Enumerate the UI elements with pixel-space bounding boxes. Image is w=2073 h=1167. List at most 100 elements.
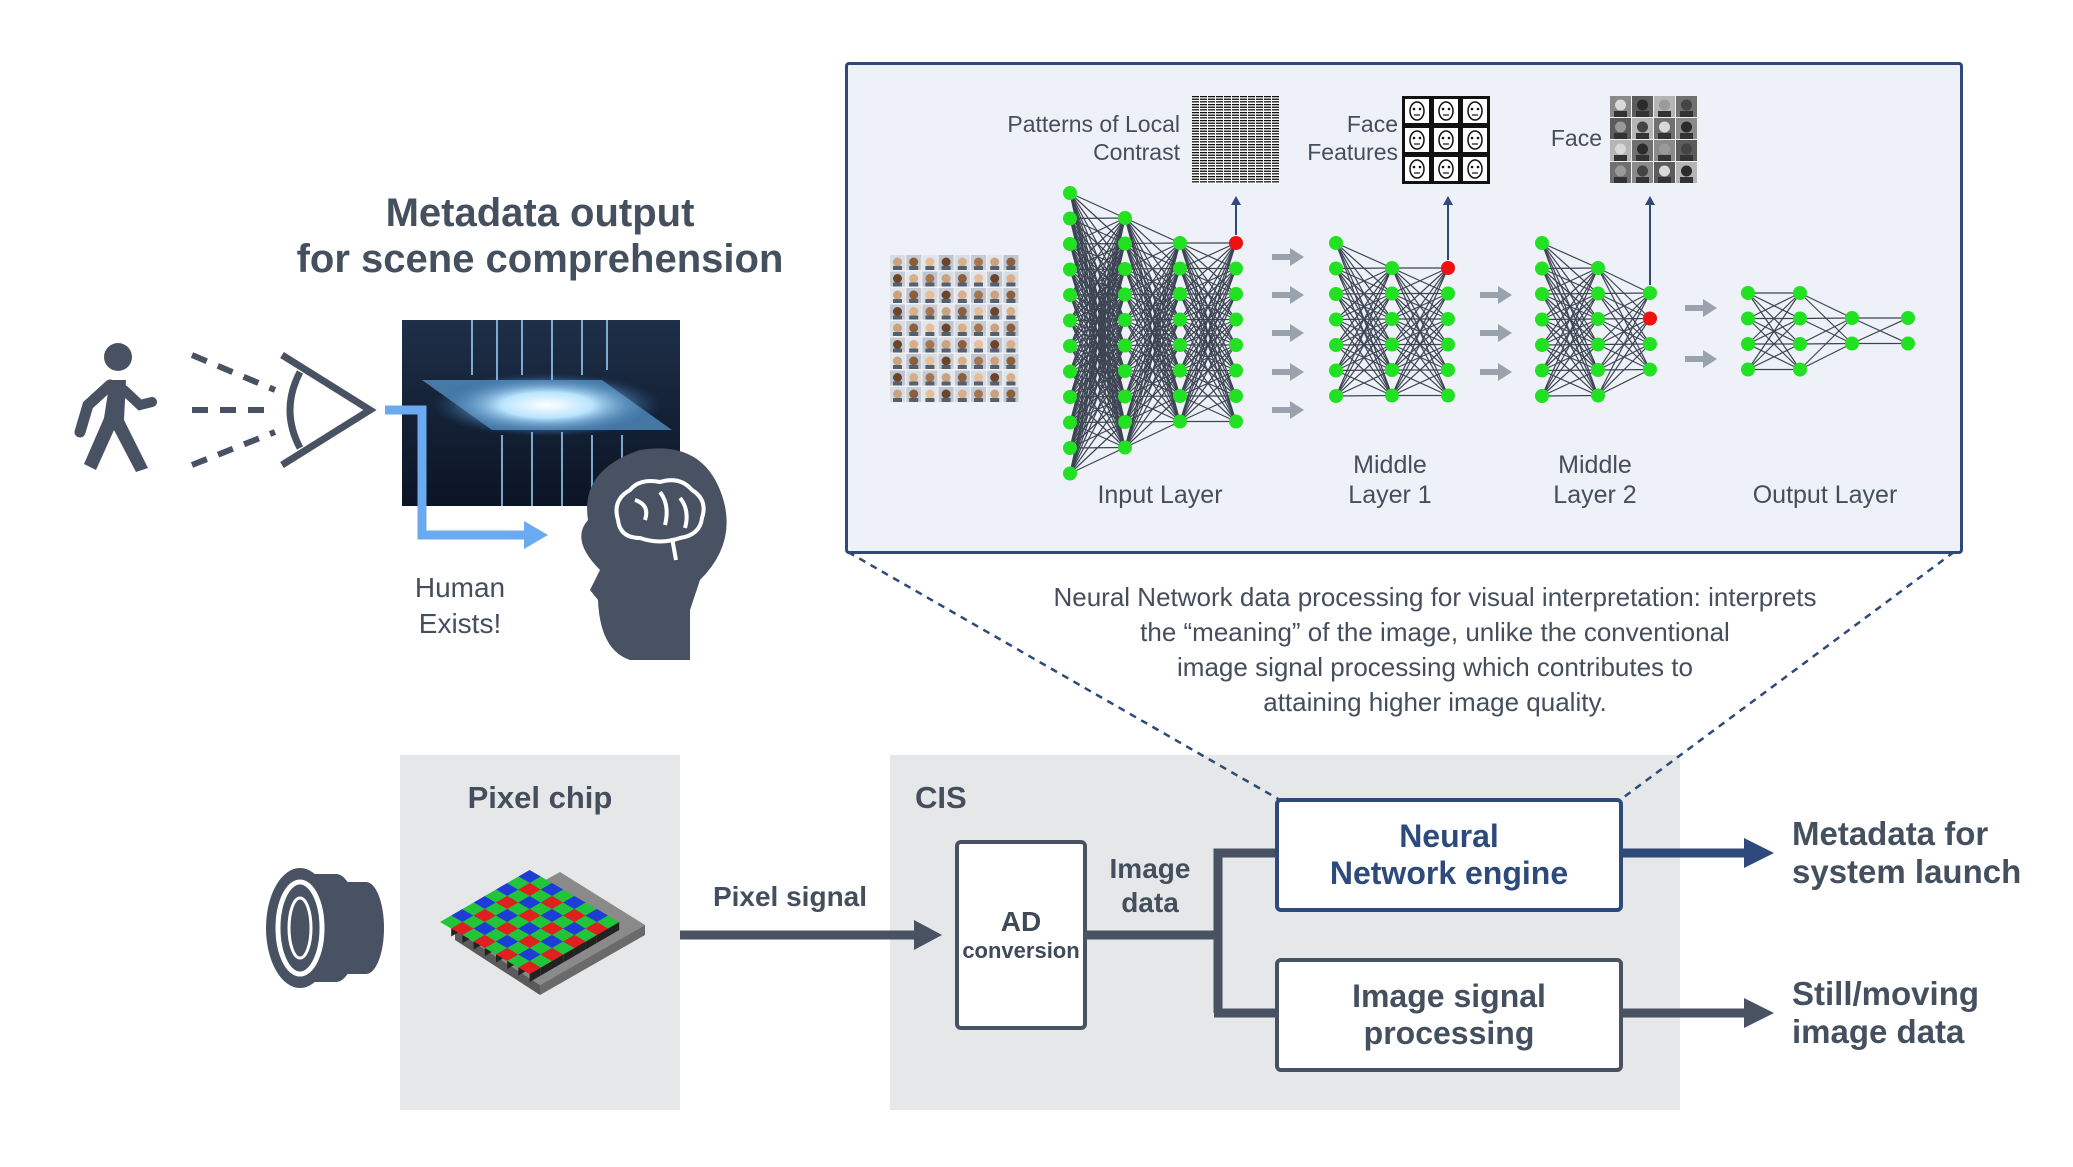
face-thumbnail-head	[925, 373, 935, 382]
face-feature-cell	[1405, 99, 1429, 123]
contrast-stripe	[1216, 98, 1223, 100]
feature3-label: Face	[1540, 124, 1602, 152]
contrast-stripe	[1232, 138, 1239, 140]
face-thumbnail-head	[990, 389, 1000, 399]
face-photo-head	[1681, 165, 1692, 177]
contrast-stripe	[1240, 101, 1247, 103]
contrast-stripe	[1272, 168, 1279, 170]
face-feature-cell	[1463, 99, 1487, 123]
contrast-stripe	[1224, 181, 1231, 183]
contrast-stripe	[1200, 136, 1207, 138]
face-thumbnail-head	[974, 323, 983, 333]
face-thumbnail-head	[1006, 340, 1016, 349]
face-photo-body	[1614, 111, 1627, 117]
contrast-stripe	[1248, 104, 1255, 106]
contrast-stripe	[1248, 157, 1255, 159]
contrast-stripe	[1248, 106, 1255, 108]
contrast-stripe	[1256, 168, 1263, 170]
face-thumbnail-body	[925, 315, 935, 320]
contrast-stripe	[1256, 176, 1263, 178]
contrast-stripe	[1232, 104, 1239, 106]
contrast-stripe	[1216, 144, 1223, 146]
contrast-stripe	[1200, 152, 1207, 154]
face-thumbnail-body	[941, 381, 951, 386]
contrast-stripe	[1248, 114, 1255, 116]
contrast-stripe	[1216, 154, 1223, 156]
contrast-stripe	[1264, 181, 1271, 183]
contrast-stripe	[1272, 120, 1279, 122]
face-thumbnail-head	[893, 356, 902, 366]
contrast-stripe	[1232, 160, 1239, 162]
contrast-stripe	[1208, 146, 1215, 148]
face-photo-head	[1637, 99, 1648, 111]
contrast-stripe	[1272, 133, 1279, 135]
contrast-background	[1192, 96, 1280, 184]
face-thumbnail-body	[974, 365, 983, 369]
contrast-stripe	[1232, 130, 1239, 132]
contrast-stripe	[1256, 120, 1263, 122]
contrast-stripe	[1208, 170, 1215, 172]
contrast-stripe	[1248, 176, 1255, 178]
face-thumbnail-body	[974, 348, 983, 353]
face-thumbnail-head	[909, 373, 919, 382]
contrast-stripe	[1256, 125, 1263, 127]
contrast-stripe	[1208, 162, 1215, 164]
contrast-stripe	[1224, 157, 1231, 159]
face-thumbnail-body	[909, 398, 919, 402]
contrast-stripe	[1272, 101, 1279, 103]
contrast-stripe	[1240, 176, 1247, 178]
face-thumbnail-body	[941, 315, 951, 320]
contrast-stripe	[1232, 120, 1239, 122]
image-data-label: Image data	[1095, 852, 1205, 920]
contrast-stripe	[1224, 170, 1231, 172]
layer-output-label: Output Layer	[1730, 480, 1920, 510]
contrast-stripe	[1232, 178, 1239, 180]
face-thumbnail-body	[990, 282, 1000, 287]
description-line3: image signal processing which contribute…	[1177, 652, 1693, 682]
ad-conversion-box: AD conversion	[955, 840, 1087, 1030]
contrast-stripe	[1200, 109, 1207, 111]
contrast-stripe	[1232, 114, 1239, 116]
contrast-stripe	[1216, 160, 1223, 162]
contrast-stripe	[1256, 144, 1263, 146]
face-photo-body	[1680, 133, 1693, 139]
contrast-stripe	[1232, 101, 1239, 103]
contrast-stripe	[1224, 117, 1231, 119]
contrast-stripe	[1272, 98, 1279, 100]
contrast-stripe	[1272, 165, 1279, 167]
contrast-stripe	[1192, 141, 1199, 143]
contrast-stripe	[1216, 96, 1223, 98]
face-feature-eye	[1476, 107, 1480, 111]
face-thumbnail-head	[909, 274, 919, 283]
feature2-line1: Face	[1346, 111, 1398, 137]
contrast-stripe	[1224, 96, 1231, 98]
contrast-stripe	[1208, 149, 1215, 151]
contrast-stripe	[1216, 162, 1223, 164]
description-line1: Neural Network data processing for visua…	[1053, 582, 1817, 612]
face-thumbnail-body	[990, 266, 1000, 270]
face-feature-eye	[1412, 107, 1416, 111]
contrast-stripe	[1264, 162, 1271, 164]
contrast-stripe	[1272, 157, 1279, 159]
face-thumbnail-body	[893, 332, 902, 336]
face-thumbnail-head	[941, 323, 951, 333]
face-thumbnail-body	[1006, 315, 1016, 320]
face-thumbnail-body	[909, 332, 919, 336]
face-thumbnail-head	[957, 340, 967, 349]
contrast-stripe	[1224, 144, 1231, 146]
face-feature-cell	[1434, 157, 1458, 181]
input-faces-grid	[890, 255, 1020, 405]
contrast-stripe	[1216, 138, 1223, 140]
contrast-stripe	[1272, 160, 1279, 162]
sensor-image	[402, 320, 680, 506]
contrast-stripe	[1224, 154, 1231, 156]
contrast-stripe	[1232, 98, 1239, 100]
face-thumbnail-head	[893, 274, 902, 283]
face-photo-head	[1681, 143, 1692, 155]
face-thumbnail-head	[941, 389, 951, 399]
pixel-signal-label: Pixel signal	[690, 882, 890, 912]
contrast-stripe	[1208, 136, 1215, 138]
face-thumbnail-body	[941, 332, 951, 336]
contrast-stripe	[1224, 120, 1231, 122]
face-thumbnail-head	[1006, 274, 1016, 283]
